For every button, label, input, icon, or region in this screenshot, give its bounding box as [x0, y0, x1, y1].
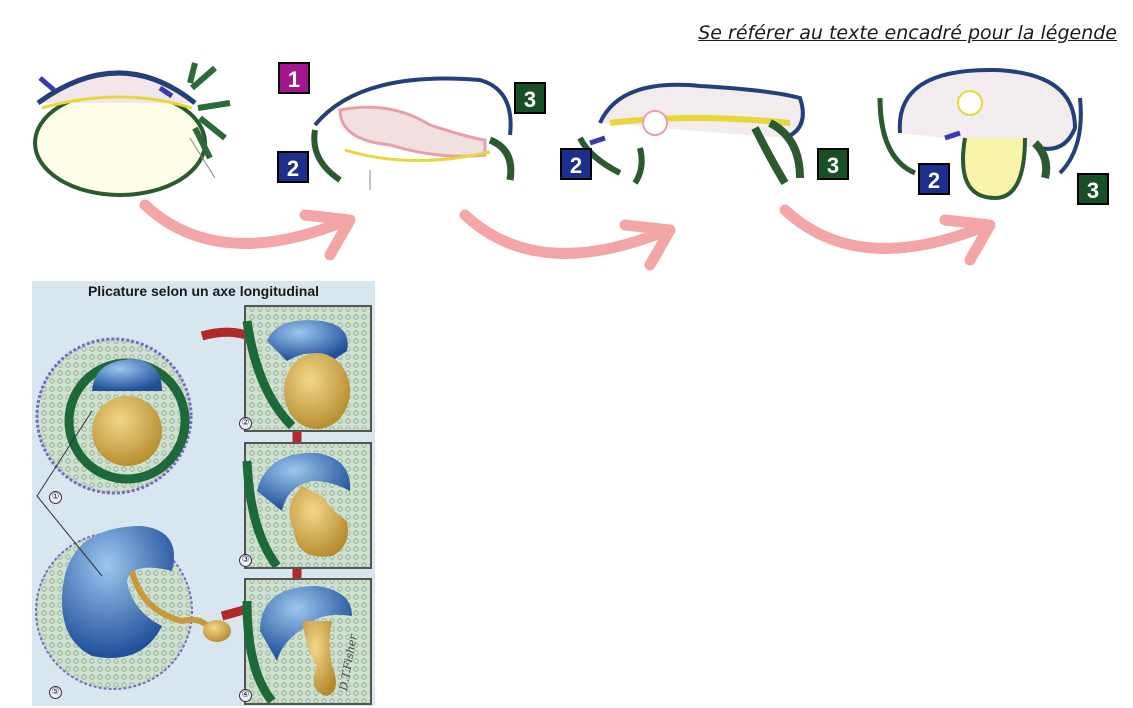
progression-arrow-3 — [779, 204, 996, 266]
badge-3: 3 — [817, 148, 849, 180]
embryo-stage-c — [577, 82, 805, 186]
stage-number-3: ③ — [239, 554, 252, 567]
stage-number-1: ① — [49, 491, 62, 504]
progression-arrow-2 — [459, 209, 676, 271]
stage-number-4: ④ — [239, 689, 252, 702]
stage-number-5: ⑤ — [49, 686, 62, 699]
badge-1: 1 — [278, 62, 310, 94]
embryo-stage-b — [311, 76, 515, 190]
badge-2: 2 — [918, 163, 950, 195]
legend-note: Se référer au texte encadré pour la lége… — [698, 22, 1117, 44]
progression-arrow-1 — [139, 199, 356, 261]
badge-3: 3 — [514, 82, 546, 114]
badge-3: 3 — [1077, 173, 1109, 205]
embryo-stage-a — [33, 62, 231, 197]
fold-figure-title: Plicature selon un axe longitudinal — [87, 283, 320, 299]
longitudinal-folding-figure: Plicature selon un axe longitudinal — [32, 281, 375, 706]
badge-2: 2 — [560, 148, 592, 180]
folding-illustration — [35, 305, 372, 705]
badge-2: 2 — [277, 151, 309, 183]
embryo-stage-d — [877, 67, 1083, 201]
stage-number-2: ② — [239, 417, 252, 430]
